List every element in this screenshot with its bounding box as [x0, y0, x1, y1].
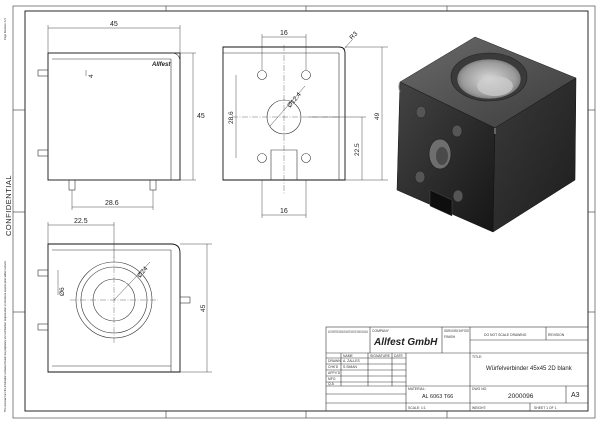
front-dim-height: 45	[197, 113, 205, 120]
top-view: 22.5 Ø24 Ø6 45	[37, 218, 212, 373]
tb-notes: UNLESS OTHERWISE SPECIFIED: DIMENSIONS A…	[328, 330, 368, 334]
corner-note: Page Revision: 1/1	[3, 18, 7, 40]
tb-name-col: NAME	[343, 354, 354, 358]
tb-size: A3	[571, 392, 580, 399]
tb-row-qa: Q.A	[328, 382, 335, 386]
tb-deburr: DEBURR AND BREAK SHARP EDGES	[444, 329, 469, 333]
tb-row-drawn: DRAWN	[328, 359, 341, 363]
confidential-label: CONFIDENTIAL	[4, 175, 13, 236]
top-dim-width: 22.5	[74, 218, 88, 225]
side-dim-top: 16	[280, 30, 288, 37]
front-view-logo: Allfest	[151, 62, 171, 68]
side-dim-bore: Ø12.4	[286, 91, 303, 109]
tb-dwg-no: 2000096	[508, 393, 534, 400]
top-dim-bore: Ø24	[136, 265, 150, 279]
side-dim-radius: R3	[348, 30, 359, 41]
tb-dwg-label: DO NOT SCALE DRAWING	[484, 333, 527, 337]
front-view: Allfest 45 45 4 28.6	[37, 21, 205, 210]
tb-sheet-label: SHEET 1 OF 1	[534, 406, 557, 410]
top-dim-hole: Ø6	[59, 287, 66, 296]
side-view: 16 R3 Ø12.4 28.6 49 22.5 16	[222, 30, 388, 218]
tb-revision-label: REVISION	[548, 333, 565, 337]
tb-row-checked: CHK'D	[328, 365, 339, 369]
tb-company: Allfest GmbH	[373, 337, 438, 348]
tb-dwg-no-label: DWG NO.	[472, 387, 487, 391]
zone-ticks	[13, 6, 595, 418]
tb-title: Würfelverbinder 45x45 2D blank	[486, 366, 573, 372]
tb-checked-by: S.SIMAN	[343, 365, 357, 369]
inner-border	[24, 10, 589, 412]
tb-row-mfg: MFG	[328, 377, 336, 381]
tb-scale-label: SCALE: 1:1	[408, 406, 426, 410]
tb-title-label: TITLE:	[472, 355, 482, 359]
disclaimer-text: This document and the information contai…	[4, 260, 7, 412]
tb-material: AL 6063 T66	[422, 394, 453, 400]
tb-row-approved: APPV'D	[328, 371, 341, 375]
title-block: UNLESS OTHERWISE SPECIFIED: DIMENSIONS A…	[325, 326, 589, 412]
front-dim-width: 45	[110, 21, 118, 28]
side-dim-left: 28.6	[228, 111, 235, 124]
side-dim-right: 22.5	[354, 143, 361, 156]
tb-company-label: COMPANY	[372, 329, 390, 333]
tb-weight-label: WEIGHT:	[472, 406, 486, 410]
side-dim-bottom: 16	[280, 208, 288, 215]
tb-sign-col: SIGNATURE	[370, 354, 391, 358]
tb-date-col: DATE	[394, 354, 404, 358]
front-dim-bottom: 28.6	[105, 200, 119, 207]
tb-material-label: MATERIAL:	[408, 387, 426, 391]
isometric-view	[396, 36, 577, 233]
front-dim-hole: 4	[88, 74, 95, 78]
tb-drawn-by: A. ZALLES	[343, 359, 361, 363]
tb-finish-label: FINISH	[444, 335, 456, 339]
top-dim-height: 45	[200, 304, 207, 312]
side-dim-height: 49	[374, 112, 381, 120]
